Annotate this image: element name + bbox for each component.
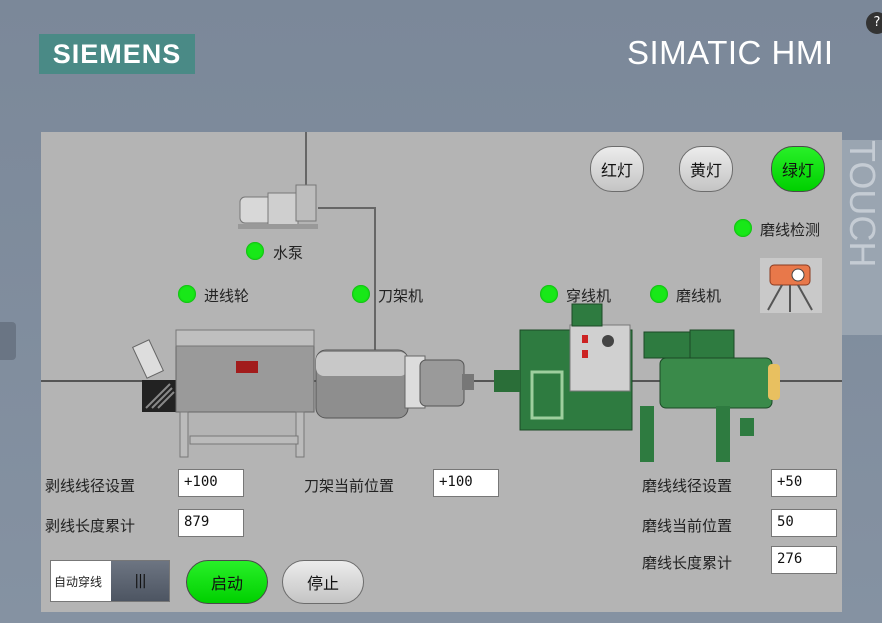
- grind-position-label: 磨线当前位置: [642, 517, 733, 535]
- water-pump-icon: [238, 184, 318, 229]
- cutter-position-input[interactable]: +100: [433, 469, 499, 497]
- help-icon[interactable]: ?: [866, 12, 882, 34]
- cutter-machine-icon: [315, 349, 474, 419]
- left-side-tab[interactable]: [0, 322, 16, 360]
- simatic-hmi-title: SIMATIC HMI: [627, 34, 834, 71]
- grind-length-input[interactable]: 276: [771, 546, 837, 574]
- grind-length-label: 磨线长度累计: [642, 554, 733, 572]
- cutter-label: 刀架机: [378, 287, 424, 305]
- grind-detect-label: 磨线检测: [760, 221, 821, 239]
- threader-lamp: [540, 285, 558, 303]
- red-light-button[interactable]: 红灯: [590, 146, 644, 192]
- grind-diameter-label: 磨线线径设置: [642, 477, 733, 495]
- threading-machine-icon: [494, 303, 633, 431]
- siemens-logo: SIEMENS: [39, 34, 195, 74]
- feed-wheel-icon: [131, 339, 176, 412]
- yellow-light-button[interactable]: 黄灯: [679, 146, 733, 192]
- grind-position-input[interactable]: 50: [771, 509, 837, 537]
- threader-label: 穿线机: [566, 287, 612, 305]
- feed-wheel-lamp: [178, 285, 196, 303]
- grind-detect-lamp: [734, 219, 752, 237]
- start-button[interactable]: 启动: [186, 560, 268, 604]
- grind-diameter-input[interactable]: +50: [771, 469, 837, 497]
- pump-label: 水泵: [273, 244, 304, 262]
- grinder-lamp: [650, 285, 668, 303]
- pump-lamp: [246, 242, 264, 260]
- strip-diameter-label: 剥线线径设置: [45, 477, 136, 495]
- stripping-machine-icon: [175, 329, 315, 458]
- strip-diameter-input[interactable]: +100: [178, 469, 244, 497]
- cutter-lamp: [352, 285, 370, 303]
- grinding-machine-icon: [640, 329, 780, 462]
- stop-button[interactable]: 停止: [282, 560, 364, 604]
- cutter-position-label: 刀架当前位置: [304, 477, 395, 495]
- grind-detector-icon: [760, 258, 822, 313]
- strip-length-input[interactable]: 879: [178, 509, 244, 537]
- touch-side-label: TOUCH: [842, 140, 882, 335]
- feed-wheel-label: 进线轮: [204, 287, 250, 305]
- auto-thread-label: 自动穿线: [54, 575, 103, 589]
- grinder-label: 磨线机: [676, 287, 722, 305]
- strip-length-label: 剥线长度累计: [45, 517, 136, 535]
- toggle-knob-icon[interactable]: |||: [111, 561, 169, 601]
- auto-thread-toggle[interactable]: 自动穿线 |||: [50, 560, 170, 602]
- pump-pipe-to-cutter: [318, 207, 376, 350]
- green-light-button[interactable]: 绿灯: [771, 146, 825, 192]
